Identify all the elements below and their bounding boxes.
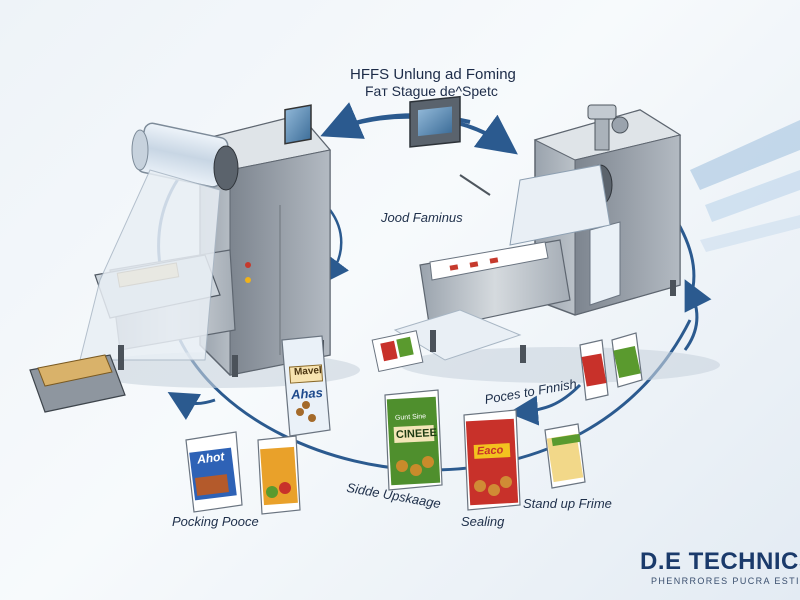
pouch-green-small bbox=[611, 332, 643, 388]
right-sealing-machine bbox=[393, 95, 720, 383]
pouch-red-small bbox=[579, 339, 609, 401]
pouch-label-eaco: Eaco bbox=[476, 444, 504, 458]
pouch-cineee bbox=[384, 389, 443, 491]
arrow-pouches-flow bbox=[508, 383, 582, 426]
arrow-right-up bbox=[683, 279, 712, 351]
arrow-left-down bbox=[324, 209, 349, 284]
label-packing-pouch: Pocking Pooce bbox=[172, 514, 259, 529]
pouch-label-ahas: Ahas bbox=[290, 384, 324, 403]
pouch-mavel bbox=[281, 335, 331, 437]
diagram-subtitle: Faт Stague de^Spetc bbox=[365, 83, 498, 99]
label-left-machine: Jood Faminus bbox=[381, 210, 463, 225]
pouch-left-green bbox=[257, 435, 301, 515]
arrow-bottom-left bbox=[167, 391, 216, 421]
brand-logo-text: D.E TECHNICS bbox=[640, 548, 800, 575]
motion-streaks bbox=[690, 120, 800, 252]
pouch-stand-up-right bbox=[544, 423, 586, 489]
label-stand-up-frime: Stand up Frime bbox=[523, 496, 612, 511]
diagram-title: HFFS Unlung ad Foming bbox=[350, 66, 516, 83]
pouch-ahot bbox=[185, 431, 243, 513]
pouch-eaco bbox=[463, 409, 521, 511]
pouch-label-cineee: CINEEE bbox=[395, 426, 438, 442]
brand-tagline: PHENRRORES PUCRA ESTI bbox=[651, 576, 800, 586]
label-sealing: Sealing bbox=[461, 514, 505, 529]
pouch-label-mavel: Mavel bbox=[293, 365, 323, 378]
output-tray-left bbox=[29, 354, 126, 413]
pouch-small-conveyor bbox=[371, 330, 424, 373]
